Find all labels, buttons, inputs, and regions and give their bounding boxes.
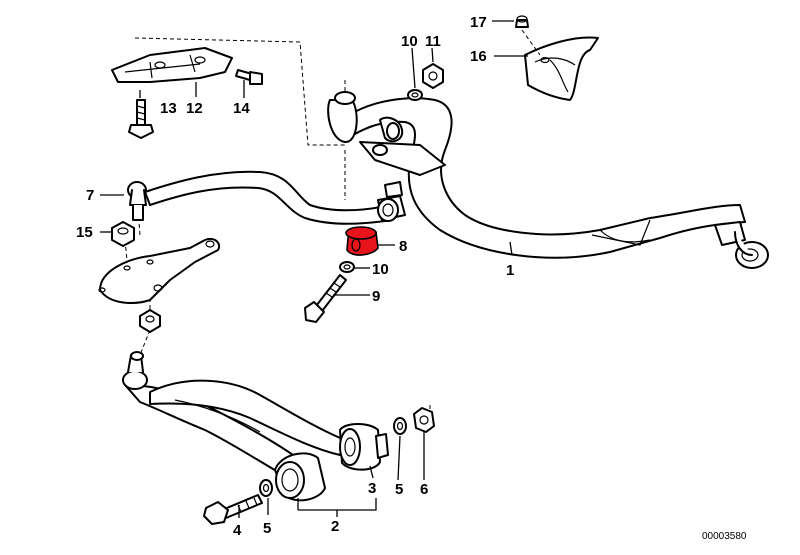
- callout-6: 6: [420, 481, 428, 498]
- stabilizer-bar-part-1: [327, 91, 769, 269]
- callout-17: 17: [470, 14, 487, 31]
- callout-5-left: 5: [263, 520, 271, 537]
- stabilizer-link-part-7: [127, 170, 393, 225]
- washer-part-5-right: [393, 417, 407, 435]
- callout-10-lower: 10: [372, 261, 389, 278]
- screw-part-17: [515, 15, 541, 56]
- callout-8: 8: [399, 238, 407, 255]
- callout-1: 1: [506, 262, 514, 279]
- bolt-part-9: [304, 274, 347, 323]
- control-arm-part-2: [122, 351, 346, 502]
- diagram-id: 00003580: [702, 531, 747, 542]
- callout-7: 7: [86, 187, 94, 204]
- callouts: 1 2 3 4 5 5 6 7 8 9 10 10 11 12 13 14 15…: [76, 14, 747, 542]
- callout-9: 9: [372, 288, 380, 305]
- nut-part-15: [111, 221, 135, 247]
- bar-bushing: [377, 181, 406, 222]
- bolt-part-14: [235, 69, 263, 85]
- callout-13: 13: [160, 100, 177, 117]
- bracket-part-16: [524, 36, 599, 101]
- callout-4: 4: [233, 522, 242, 539]
- nut-part-11: [422, 63, 444, 89]
- washer-part-5-left: [259, 479, 273, 497]
- reference-lines: [124, 37, 431, 420]
- bolt-part-13: [128, 99, 154, 139]
- bushing-part-3: [339, 423, 389, 471]
- washer-part-10-lower: [339, 261, 355, 273]
- washer-part-10-upper: [407, 89, 423, 101]
- mounting-plate: [98, 238, 221, 304]
- callout-5-right: 5: [395, 481, 403, 498]
- callout-16: 16: [470, 48, 487, 65]
- callout-10-upper: 10: [401, 33, 418, 50]
- leader-lines: [100, 20, 528, 518]
- callout-14: 14: [233, 100, 250, 117]
- bracket-part-12: [111, 47, 233, 83]
- callout-2: 2: [331, 518, 339, 535]
- nut-lower-left: [139, 309, 161, 333]
- callout-12: 12: [186, 100, 203, 117]
- callout-15: 15: [76, 224, 93, 241]
- bolt-part-4: [203, 494, 263, 525]
- bushing-part-8-highlighted: [345, 226, 379, 256]
- callout-3: 3: [368, 480, 376, 497]
- nut-part-6: [413, 407, 435, 433]
- callout-11: 11: [425, 33, 441, 50]
